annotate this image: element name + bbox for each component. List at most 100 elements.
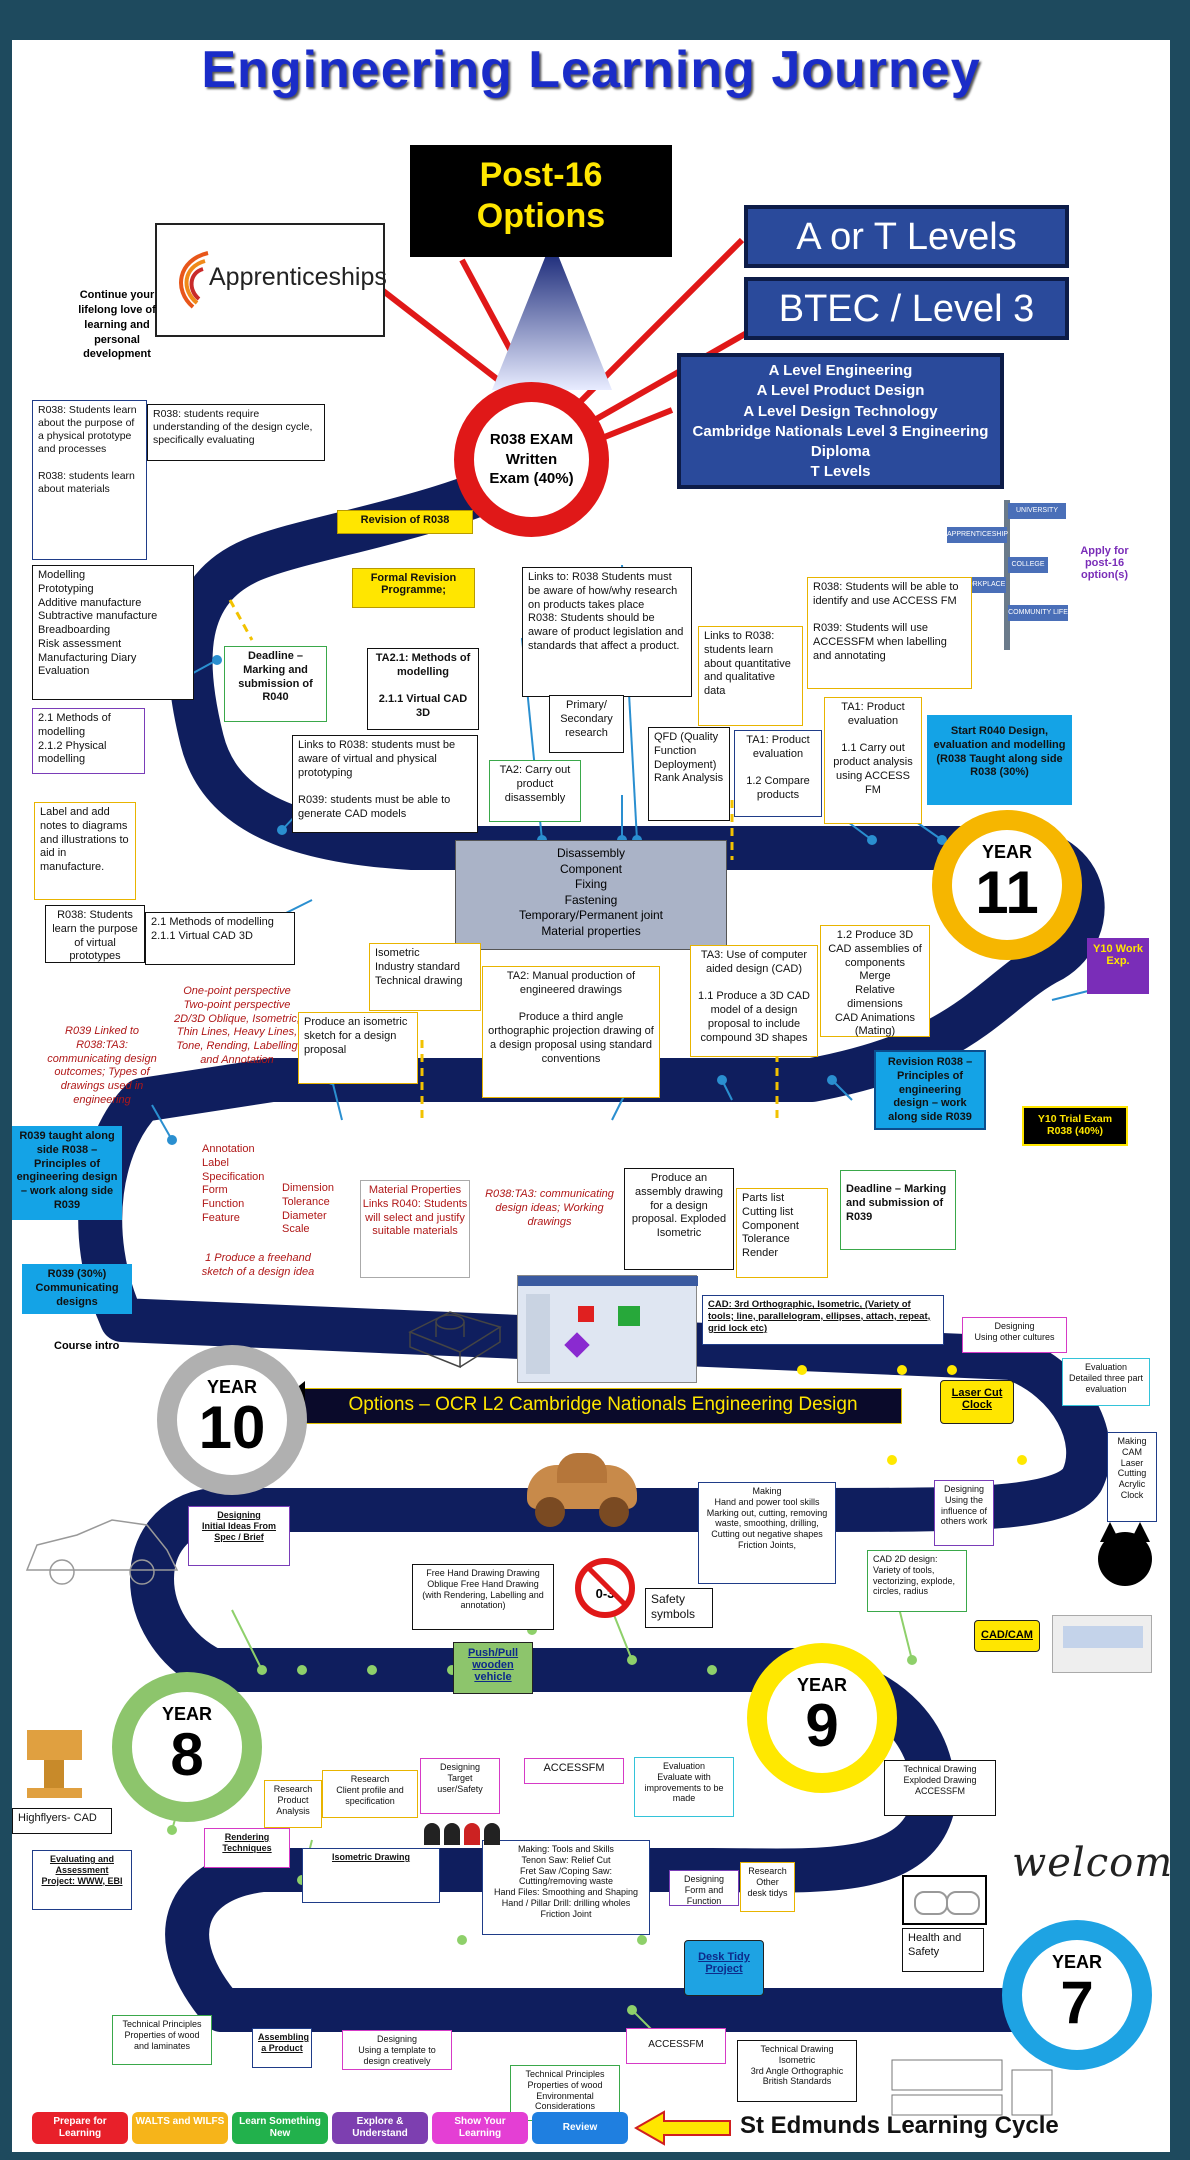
signpost-college: COLLEGE bbox=[1008, 557, 1048, 573]
safety-symbols-box: Safety symbols bbox=[645, 1588, 713, 1628]
technical-exploded-box: Technical Drawing Exploded Drawing ACCES… bbox=[884, 1760, 996, 1816]
modelling-list-box: Modelling Prototyping Additive manufactu… bbox=[32, 565, 194, 700]
safety-goggles-image bbox=[902, 1875, 987, 1925]
research-desk-tidys-box: Research Other desk tidys bbox=[740, 1862, 795, 1912]
car-sketch-image bbox=[25, 1519, 179, 1585]
assembly-drawing-box: Produce an assembly drawing for a design… bbox=[624, 1168, 734, 1270]
research-product-box: Research Product Analysis bbox=[264, 1780, 322, 1828]
accessfm-year7-box: ACCESSFM bbox=[626, 2028, 726, 2064]
deadline-r040-box: Deadline – Marking and submission of R04… bbox=[224, 646, 327, 722]
annotation-list: Annotation Label Specification Form Func… bbox=[202, 1143, 265, 1224]
signpost-university: UNIVERSITY bbox=[1008, 503, 1066, 519]
designing-cultures-box: Designing Using other cultures bbox=[962, 1317, 1067, 1353]
disassembly-panel: Disassembly Component Fixing Fastening T… bbox=[455, 840, 727, 950]
technical-drawing-box: Technical Drawing Isometric 3rd Angle Or… bbox=[737, 2040, 857, 2102]
year8-label: YEAR bbox=[161, 1704, 212, 1724]
desk-tidy-project-label: Desk Tidy Project bbox=[684, 1940, 764, 1996]
making-cam-box: Making CAM Laser Cutting Acrylic Clock bbox=[1107, 1432, 1157, 1522]
r039-communicating-label: R039 (30%) Communicating designs bbox=[22, 1264, 132, 1314]
year9-label: YEAR bbox=[796, 1675, 847, 1695]
health-safety-box: Health and Safety bbox=[902, 1928, 984, 1972]
designing-template-box: Designing Using a template to design cre… bbox=[342, 2030, 452, 2070]
deadline-r039-box: Deadline – Marking and submission of R03… bbox=[840, 1170, 956, 1250]
rendering-techniques-box: Rendering Techniques bbox=[204, 1828, 290, 1868]
ta3-cad-box: TA3: Use of computer aided design (CAD) … bbox=[690, 945, 818, 1057]
r039-linked-text: R039 Linked to R038:TA3: communicating d… bbox=[47, 1025, 157, 1106]
formal-revision-label: Formal Revision Programme; bbox=[352, 568, 475, 608]
dimension-list: Dimension Tolerance Diameter Scale bbox=[282, 1182, 334, 1236]
perspective-list: One-point perspective Two-point perspect… bbox=[174, 985, 300, 1066]
footer-show-learning: Show Your Learning bbox=[432, 2112, 528, 2144]
page-title: Engineering Learning Journey bbox=[201, 41, 981, 99]
push-pull-vehicle-label: Push/Pull wooden vehicle bbox=[453, 1642, 533, 1694]
evaluation-three-part-box: Evaluation Detailed three part evaluatio… bbox=[1062, 1358, 1150, 1406]
assembling-product-box: Assembling a Product bbox=[252, 2028, 312, 2068]
apprenticeships-label: Apprenticeships bbox=[209, 263, 387, 291]
year11-badge: YEAR 11 bbox=[932, 810, 1082, 960]
technical-principles-wood-box: Technical Principles Properties of wood … bbox=[510, 2065, 620, 2121]
designing-form-box: Designing Form and Function bbox=[669, 1870, 739, 1906]
welcome-text: welcome bbox=[1012, 1840, 1170, 1886]
revision-r038-principles-label: Revision R038 – Principles of engineerin… bbox=[874, 1050, 986, 1130]
year11-number: 11 bbox=[975, 859, 1039, 926]
footer-explore-understand: Explore & Understand bbox=[332, 2112, 428, 2144]
r038-purpose-box: R038: Students learn about the purpose o… bbox=[32, 400, 147, 560]
methods-modelling-physical-box: 2.1 Methods of modelling 2.1.2 Physical … bbox=[32, 708, 145, 774]
year9-badge: YEAR 9 bbox=[747, 1643, 897, 1793]
r039-taught-label: R039 taught along side R038 – Principles… bbox=[12, 1126, 122, 1220]
year8-badge: YEAR 8 bbox=[112, 1672, 262, 1822]
produce-isometric-box: Produce an isometric sketch for a design… bbox=[298, 1012, 418, 1084]
options-banner-text: Options – OCR L2 Cambridge Nationals Eng… bbox=[348, 1394, 858, 1415]
designing-influence-box: Designing Using the influence of others … bbox=[934, 1480, 994, 1546]
freehand-drawing-box: Free Hand Drawing Drawing Oblique Free H… bbox=[412, 1564, 554, 1630]
footer-review: Review bbox=[532, 2112, 628, 2144]
learning-cycle-title: St Edmunds Learning Cycle bbox=[740, 2112, 1059, 2139]
evaluating-project-box: Evaluating and Assessment Project: WWW, … bbox=[32, 1850, 132, 1910]
cat-clock-image bbox=[1090, 1520, 1160, 1590]
r038-ta3-text: R038:TA3: communicating design ideas; Wo… bbox=[485, 1188, 614, 1228]
poster: Engineering Learning Journey Post-16 Opt… bbox=[12, 40, 1170, 2152]
ta2-manual-drawings-box: TA2: Manual production of engineered dra… bbox=[482, 966, 660, 1098]
ta1-compare-products-box: TA1: Product evaluation 1.2 Compare prod… bbox=[734, 730, 822, 817]
y10-work-experience: Y10 Work Exp. bbox=[1087, 938, 1149, 994]
footer-learn-something-new: Learn Something New bbox=[232, 2112, 328, 2144]
engineering-drawing-image bbox=[408, 1311, 502, 1369]
qfd-box: QFD (Quality Function Deployment) Rank A… bbox=[648, 727, 730, 821]
cad-assemblies-box: 1.2 Produce 3D CAD assemblies of compone… bbox=[820, 925, 930, 1037]
options-banner: Options – OCR L2 Cambridge Nationals Eng… bbox=[273, 1381, 902, 1433]
people-silhouettes-image bbox=[424, 1815, 504, 1845]
arrow-left-icon bbox=[634, 2110, 731, 2146]
r038-design-cycle-box: R038: students require understanding of … bbox=[147, 404, 325, 461]
ta2-carry-out-box: TA2: Carry out product disassembly bbox=[489, 760, 581, 822]
ta1-product-evaluation-box: TA1: Product evaluation 1.1 Carry out pr… bbox=[824, 697, 922, 824]
making-tools-box: Making: Tools and Skills Tenon Saw: Reli… bbox=[482, 1840, 650, 1935]
research-client-box: Research Client profile and specificatio… bbox=[322, 1770, 418, 1818]
year10-number: 10 bbox=[198, 1394, 266, 1461]
footer-prepare-learning: Prepare for Learning bbox=[32, 2112, 128, 2144]
continue-learning-text: Continue your lifelong love of learning … bbox=[78, 289, 156, 361]
freehand-sketch-text: 1 Produce a freehand sketch of a design … bbox=[201, 1252, 315, 1278]
methods-virtual-cad-box: 2.1 Methods of modelling 2.1.1 Virtual C… bbox=[145, 912, 295, 965]
isometric-drawing-box: Isometric Drawing bbox=[302, 1848, 440, 1903]
r038-exam-circle: R038 EXAM Written Exam (40%) bbox=[454, 382, 609, 537]
signpost-community: COMMUNITY LIFE bbox=[1008, 605, 1068, 621]
cad-tools-box: CAD: 3rd Orthographic, Isometric, (Varie… bbox=[702, 1295, 944, 1345]
cad-2d-design-box: CAD 2D design: Variety of tools, vectori… bbox=[867, 1550, 967, 1612]
year8-number: 8 bbox=[170, 1721, 204, 1788]
laser-cut-clock-label: Laser Cut Clock bbox=[940, 1380, 1014, 1424]
cad-cam-label: CAD/CAM bbox=[974, 1620, 1040, 1652]
isometric-standard-box: Isometric Industry standard Technical dr… bbox=[369, 943, 481, 1011]
accessfm-r038-box: R038: Students will be able to identify … bbox=[807, 577, 972, 689]
year7-badge: YEAR 7 bbox=[1002, 1920, 1152, 2070]
r038-exam-text: R038 EXAM Written Exam (40%) bbox=[489, 431, 574, 488]
r038-virtual-prototypes-box: R038: Students learn the purpose of virt… bbox=[45, 905, 145, 963]
post16-options: Post-16 Options bbox=[410, 145, 672, 257]
wooden-block-image bbox=[22, 1720, 92, 1800]
making-hand-tools-box: Making Hand and power tool skills Markin… bbox=[698, 1482, 836, 1584]
evaluation-improvements-box: Evaluation Evaluate with improvements to… bbox=[634, 1757, 734, 1817]
a-or-t-levels: A or T Levels bbox=[744, 205, 1069, 268]
technical-principles-laminates-box: Technical Principles Properties of wood … bbox=[112, 2015, 212, 2065]
year11-label: YEAR bbox=[981, 842, 1032, 862]
apprenticeships-logo-icon bbox=[179, 251, 209, 309]
year7-number: 7 bbox=[1060, 1969, 1094, 2036]
